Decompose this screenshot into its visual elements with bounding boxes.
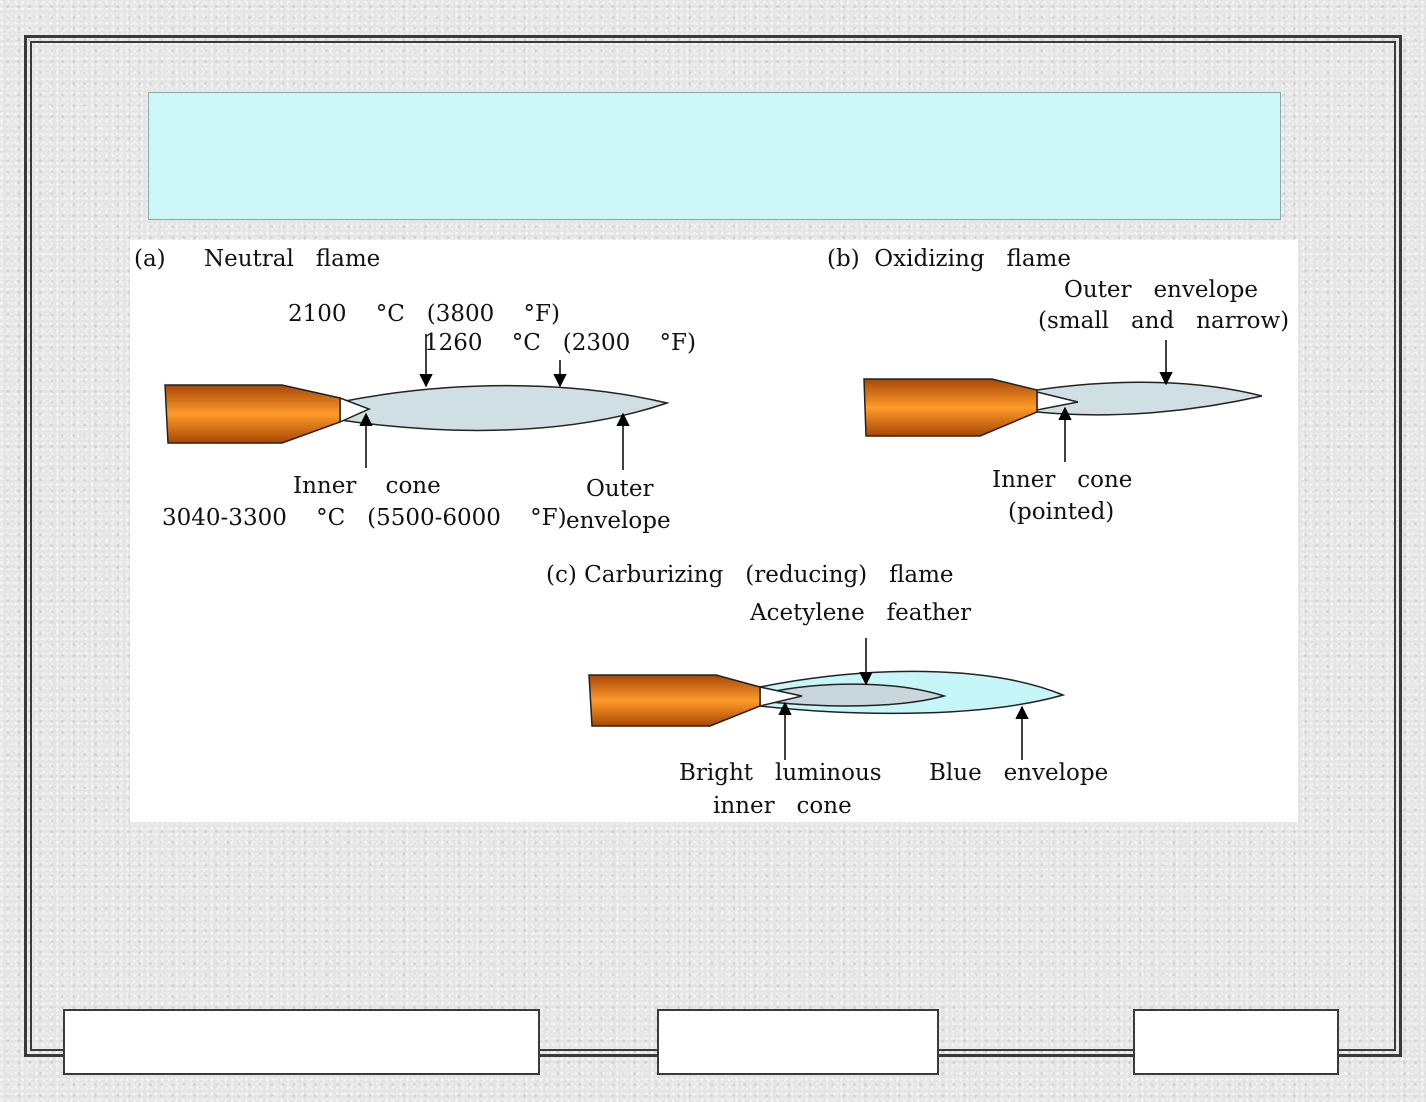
carburizing-blue-label: Blue envelope xyxy=(929,760,1108,786)
oxidizing-inner-label-line2: (pointed) xyxy=(1008,499,1114,525)
panel-b-title: (b) Oxidizing flame xyxy=(827,246,1071,272)
footer-box-right xyxy=(1133,1009,1339,1075)
neutral-outer-temp-label: 1260 °C (2300 °F) xyxy=(424,330,696,356)
panel-neutral-flame: (a) Neutral flame 2100 °C (3800 °F) 1260… xyxy=(134,246,696,534)
panel-a-title: Neutral flame xyxy=(204,246,380,272)
panel-c-title: (c) Carburizing (reducing) flame xyxy=(546,562,954,588)
flame-types-diagram: (a) Neutral flame 2100 °C (3800 °F) 1260… xyxy=(130,240,1298,822)
carburizing-torch-tip xyxy=(588,674,761,727)
neutral-inner-cone-label: Inner cone xyxy=(293,473,441,499)
footer-box-left xyxy=(63,1009,540,1075)
title-banner xyxy=(148,92,1281,220)
oxidizing-outer-label-line2: (small and narrow) xyxy=(1038,308,1289,334)
footer-box-center xyxy=(657,1009,939,1075)
carburizing-bright-label-line1: Bright luminous xyxy=(679,760,882,786)
panel-a-label: (a) xyxy=(134,246,166,272)
oxidizing-outer-label-line1: Outer envelope xyxy=(1064,277,1258,303)
neutral-inner-temp-label: 3040-3300 °C (5500-6000 °F) xyxy=(162,505,567,531)
neutral-outer-envelope xyxy=(339,384,670,432)
neutral-outer-label-line2: envelope xyxy=(566,508,671,534)
carburizing-bright-label-line2: inner cone xyxy=(713,793,852,819)
neutral-max-temp-label: 2100 °C (3800 °F) xyxy=(288,301,560,327)
oxidizing-outer-envelope xyxy=(1036,381,1263,416)
panel-oxidizing-flame: (b) Oxidizing flame Outer envelope (smal… xyxy=(827,246,1289,525)
neutral-outer-label-line1: Outer xyxy=(586,476,654,502)
oxidizing-torch-tip xyxy=(863,378,1038,437)
panel-carburizing-flame: (c) Carburizing (reducing) flame Acetyle… xyxy=(546,562,1108,819)
oxidizing-inner-label-line1: Inner cone xyxy=(992,467,1132,493)
neutral-torch-tip xyxy=(164,384,341,444)
carburizing-acetylene-feather xyxy=(769,683,947,707)
carburizing-feather-label: Acetylene feather xyxy=(749,600,971,626)
